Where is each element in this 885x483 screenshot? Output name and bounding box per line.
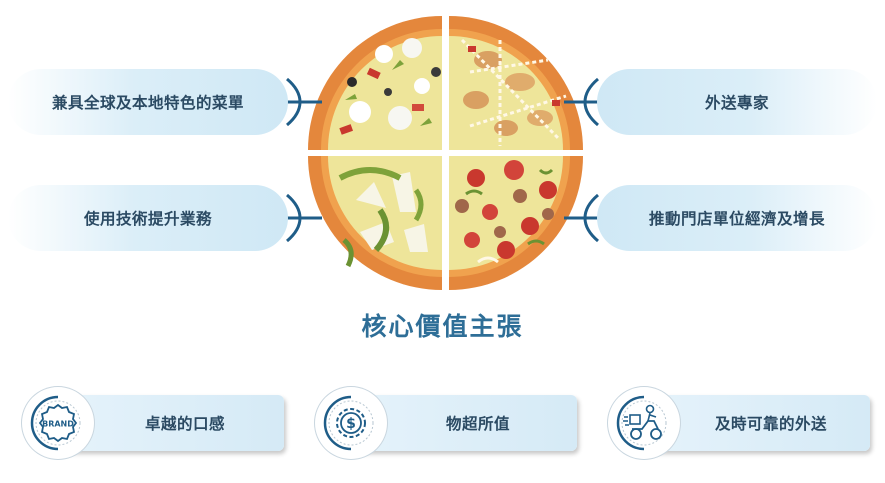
quadrant-label-top-left: 兼具全球及本地特色的菜單 bbox=[8, 69, 288, 135]
pizza-slice-top-right bbox=[449, 16, 583, 150]
pizza-slice-bottom-left bbox=[308, 156, 442, 290]
quadrant-text-bottom-left: 使用技術提升業務 bbox=[83, 210, 212, 228]
quadrant-text-top-right: 外送專家 bbox=[704, 94, 769, 112]
pizza-slice-bottom-right bbox=[449, 156, 583, 290]
value-card-delivery: 及時可靠的外送 bbox=[608, 387, 870, 459]
quadrant-label-bottom-left: 使用技術提升業務 bbox=[8, 185, 288, 251]
card-label-taste: 卓越的口感 bbox=[144, 415, 225, 433]
value-card-value: $ 物超所值 bbox=[315, 387, 577, 459]
dollar-gear-icon: $ bbox=[315, 387, 387, 459]
quadrant-label-bottom-right: 推動門店單位經濟及增長 bbox=[597, 185, 877, 251]
value-card-taste: BRAND 卓越的口感 bbox=[22, 387, 284, 459]
brand-badge-icon: BRAND bbox=[22, 387, 94, 459]
svg-text:$: $ bbox=[346, 416, 356, 432]
delivery-scooter-icon bbox=[608, 387, 680, 459]
card-label-value: 物超所值 bbox=[445, 415, 510, 433]
quadrant-text-top-left: 兼具全球及本地特色的菜單 bbox=[51, 94, 244, 112]
quadrant-text-bottom-right: 推動門店單位經濟及增長 bbox=[648, 210, 825, 228]
card-label-delivery: 及時可靠的外送 bbox=[714, 415, 827, 433]
diagram-title: 核心價值主張 bbox=[361, 312, 524, 341]
pizza-slice-top-left bbox=[308, 16, 442, 150]
quadrant-label-top-right: 外送專家 bbox=[597, 69, 877, 135]
brand-badge-text: BRAND bbox=[42, 420, 74, 429]
